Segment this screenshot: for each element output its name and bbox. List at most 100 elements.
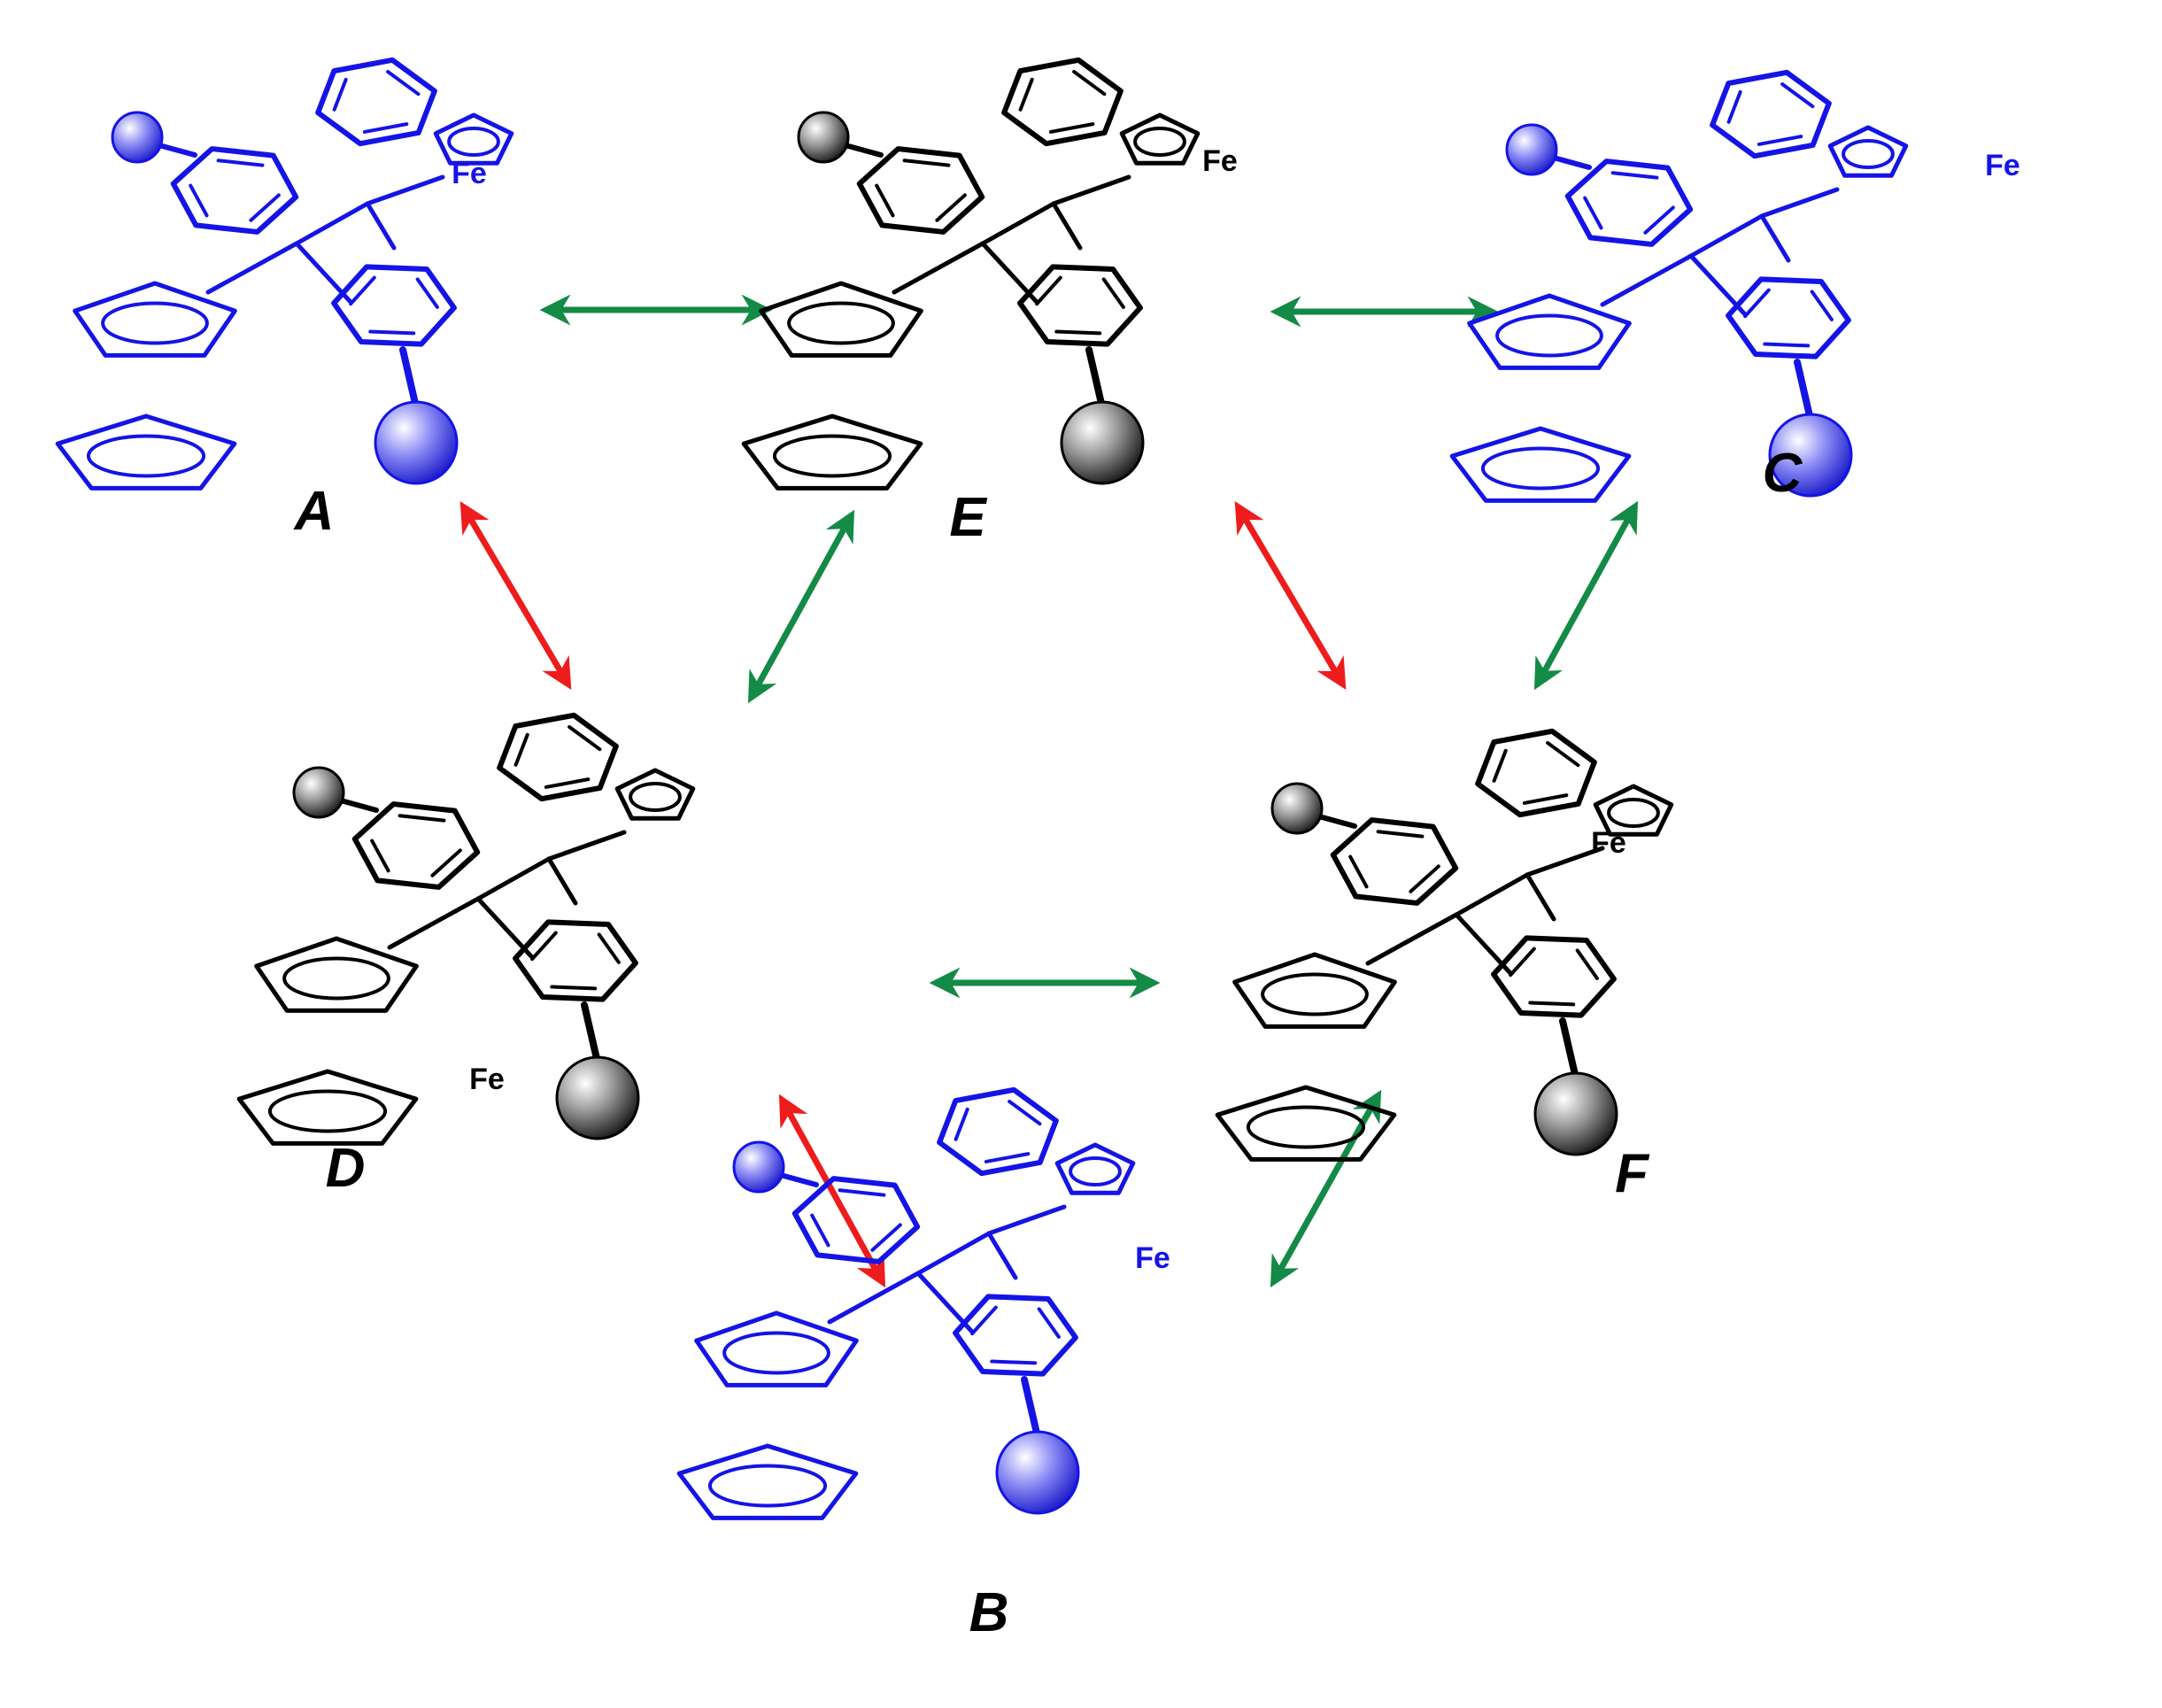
left-arene-outline [1564, 158, 1694, 247]
bottom-arene-double-bond [1035, 275, 1062, 306]
bottom-arene-double-bond [990, 1359, 1038, 1365]
cp-ring-lower-aromatic [787, 301, 895, 345]
left-arene-double-bond [935, 193, 967, 222]
cp-ring-lower-aromatic [101, 301, 209, 345]
cp-linker-bond [892, 241, 985, 295]
bottom-arene-double-bond [1101, 277, 1125, 309]
cp-ring-bottom [55, 413, 237, 491]
cp-ring-lower [759, 281, 923, 358]
top-arene [497, 712, 619, 802]
bottom-arene-double-bond [597, 932, 621, 964]
top-arene-double-bond [1546, 741, 1580, 768]
bottom-arene [1491, 935, 1617, 1018]
core-bond [1051, 201, 1083, 251]
core-bond [1688, 253, 1747, 316]
substituent-ball-small [1270, 782, 1324, 835]
bottom-arene-double-bond [550, 985, 598, 991]
cp-ring-upper [433, 112, 514, 166]
iron-label-f: Fe [1591, 826, 1626, 860]
equilibrium-arrows [459, 294, 1639, 1288]
cp-ring-upper-aromatic [1069, 1156, 1122, 1186]
substituent-ball-large [1768, 413, 1853, 498]
cp-ring-upper-outline [1119, 112, 1201, 166]
left-arene-double-bond [902, 158, 951, 167]
cp-ring-lower-outline [759, 281, 923, 358]
top-arene-double-bond [386, 70, 421, 97]
ball-linker-large [1559, 1017, 1579, 1082]
substituent-ball-large [1060, 400, 1145, 485]
left-arene-double-bond [1643, 205, 1675, 235]
bottom-arene-outline [331, 264, 457, 347]
substituent-ball-large [374, 400, 459, 485]
substituent-ball-small [292, 766, 345, 819]
conformer-label-a: A [293, 481, 335, 542]
substituent-ball-small [797, 111, 850, 164]
bridgehead-bond [980, 201, 1056, 246]
cp-ring-bottom-aromatic [772, 434, 892, 478]
cp-linker-bond-right [365, 174, 445, 206]
cp-ring-lower-outline [1232, 952, 1397, 1029]
left-arene-double-bond [870, 1223, 902, 1252]
left-arene [1564, 158, 1694, 247]
core-bond [980, 241, 1039, 304]
substituent-ball-large [995, 1430, 1080, 1515]
ball-linker-large [1794, 359, 1814, 423]
top-arene-double-bond [1018, 77, 1034, 112]
equilibrium-arrow-b-f [1270, 1089, 1382, 1288]
core-bond [365, 201, 397, 251]
equilibrium-arrow-a-d [459, 500, 572, 691]
iron-label-b: Fe [1135, 1241, 1170, 1275]
cp-ring-lower-aromatic [282, 956, 390, 1001]
cp-ring-bottom [676, 1443, 859, 1520]
left-arene [351, 801, 481, 890]
cp-linker-bond [205, 241, 299, 295]
left-arene-outline [791, 1176, 921, 1264]
left-arene-double-bond [249, 193, 281, 222]
conformer-a [55, 57, 514, 491]
bottom-arene-double-bond [349, 275, 376, 306]
cp-ring-upper [1827, 125, 1909, 178]
core-bond [915, 1271, 974, 1333]
top-arene [315, 57, 437, 147]
bottom-arene-outline [1726, 276, 1851, 359]
conformer-f [1215, 728, 1674, 1162]
bottom-arene [1726, 276, 1851, 359]
cp-ring-bottom-outline [1215, 1085, 1397, 1162]
top-arene-double-bond [1522, 793, 1569, 805]
top-arene-outline [1475, 728, 1597, 818]
cp-ring-upper-aromatic [629, 782, 682, 812]
cp-ring-lower-aromatic [722, 1331, 830, 1375]
bottom-arene-double-bond [368, 329, 416, 336]
left-arene-outline [170, 146, 299, 235]
iron-label-a: Fe [452, 157, 487, 190]
iron-label-c: Fe [1985, 149, 2020, 182]
cp-ring-upper [1119, 112, 1201, 166]
bottom-arene [513, 919, 638, 1002]
cp-linker-bond-right [986, 1204, 1067, 1236]
cp-ring-upper [1593, 784, 1674, 837]
cp-linker-bond-right [1759, 187, 1840, 219]
cp-ring-lower-aromatic [1495, 313, 1603, 358]
cp-ring-bottom [741, 413, 923, 491]
cp-ring-lower [73, 281, 237, 358]
cp-ring-lower [1232, 952, 1397, 1029]
bottom-arene-double-bond [1054, 329, 1102, 336]
bridgehead-bond [1454, 872, 1530, 917]
cp-ring-bottom [1449, 426, 1632, 503]
bottom-arene-double-bond [1743, 288, 1771, 319]
bottom-arene [331, 264, 457, 347]
left-arene-double-bond [838, 1188, 886, 1197]
conformer-label-b: B [969, 1582, 1009, 1643]
left-arene-double-bond [189, 183, 209, 218]
cp-ring-bottom-outline [741, 413, 923, 491]
bottom-arene-double-bond [970, 1305, 998, 1336]
left-arene [856, 146, 985, 235]
equilibrium-arrow-e-f [1234, 500, 1347, 691]
iron-label-d: Fe [469, 1063, 505, 1096]
left-arene-double-bond [430, 848, 462, 877]
left-arene-double-bond [398, 814, 446, 823]
top-arene-double-bond [1757, 135, 1803, 146]
top-arene-outline [1001, 57, 1123, 147]
conformer-label-f: F [1615, 1143, 1650, 1204]
top-arene-double-bond [513, 732, 529, 767]
